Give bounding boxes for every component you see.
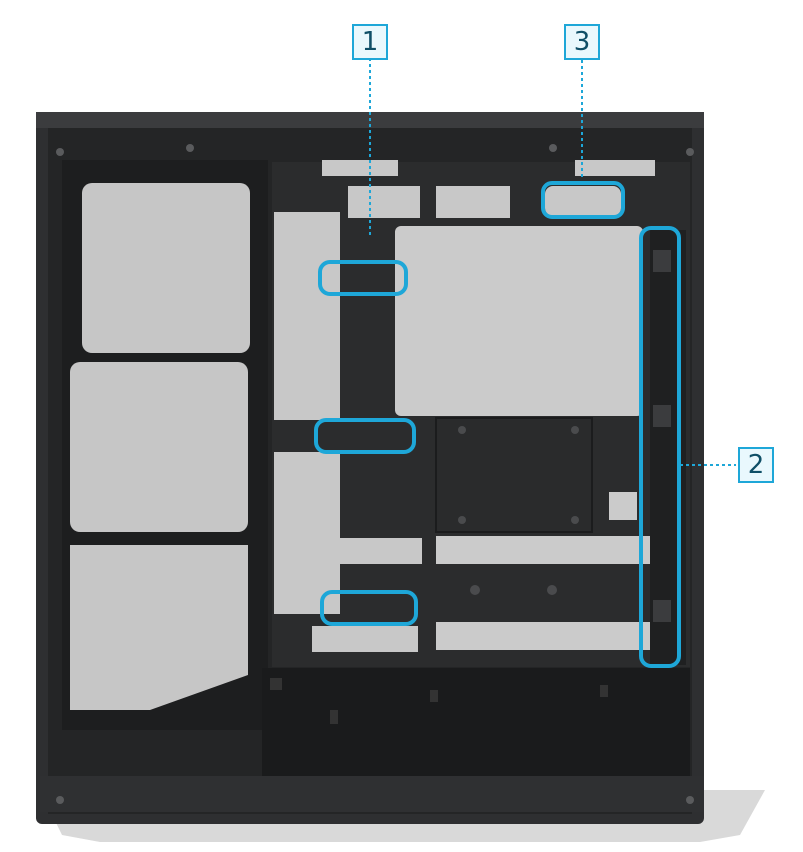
cpu-backplate-cutout bbox=[395, 226, 643, 416]
fan-cutout-bottom bbox=[70, 545, 248, 710]
callout-3: 3 bbox=[564, 24, 600, 60]
grommet-panel-step bbox=[330, 538, 422, 564]
small-cutout bbox=[609, 492, 637, 520]
highlight-top-cutout bbox=[541, 181, 625, 219]
top-cutout-c bbox=[436, 186, 510, 218]
top-cutout-d bbox=[575, 160, 655, 176]
highlight-rear-channel bbox=[639, 226, 681, 668]
callout-1-label: 1 bbox=[361, 27, 379, 57]
callout-3-label: 3 bbox=[573, 27, 591, 57]
highlight-grommet-lower bbox=[320, 590, 418, 626]
grommet-panel-bottom bbox=[312, 626, 418, 652]
psu-shroud bbox=[262, 668, 690, 793]
top-cutout-b bbox=[348, 186, 420, 218]
callout-1: 1 bbox=[352, 24, 388, 60]
expansion-cutout-lower bbox=[436, 622, 654, 650]
fan-cutout-middle bbox=[70, 362, 248, 532]
drive-bracket bbox=[435, 417, 593, 533]
callout-2-label: 2 bbox=[747, 450, 765, 480]
bottom-rail bbox=[40, 776, 704, 812]
callout-2: 2 bbox=[738, 447, 774, 483]
grommet-panel-upper bbox=[274, 212, 340, 420]
fan-cutout-top bbox=[82, 183, 250, 353]
expansion-cutout-upper bbox=[436, 536, 654, 564]
top-cutout-a bbox=[322, 160, 398, 176]
highlight-grommet-middle bbox=[314, 418, 416, 454]
grommet-panel-lower bbox=[274, 452, 340, 614]
highlight-grommet-upper bbox=[318, 260, 408, 296]
top-cutout-e bbox=[545, 186, 621, 216]
